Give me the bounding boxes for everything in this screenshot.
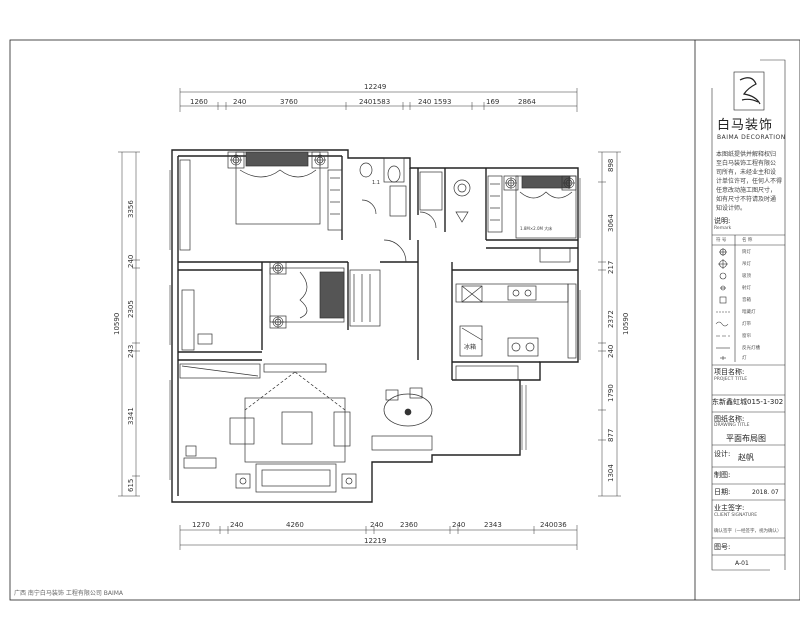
right-dim-1: 898 — [607, 158, 615, 172]
legend-item-5: 音箱 — [742, 298, 751, 303]
top-dim-4: 2401583 — [359, 98, 391, 106]
bed-note: 1.8M×2.0M 大床 — [520, 226, 553, 231]
date-value: 2018. 07 — [752, 489, 779, 496]
left-overall-dim: 10590 — [113, 312, 121, 335]
bottom-dim-8: 240036 — [540, 521, 567, 529]
left-dim-2: 240 — [127, 254, 135, 268]
legend-item-9: 反光灯槽 — [742, 346, 760, 351]
left-dim-1: 3356 — [127, 200, 135, 218]
left-dim-4: 243 — [127, 344, 135, 358]
legend-symbols — [715, 248, 730, 360]
drawing-name-label: 图纸名称: — [714, 415, 745, 423]
notice-line-7: 知设计师。 — [716, 205, 747, 212]
legend-item-8: 窗帘 — [742, 334, 751, 339]
left-dim-5: 3341 — [127, 407, 135, 425]
date-label: 日期: — [714, 488, 731, 496]
right-overall-dim: 10590 — [622, 312, 630, 335]
bottom-dim-7: 2343 — [484, 521, 502, 529]
brand-logo — [733, 71, 765, 111]
bottom-dim-6: 240 — [452, 521, 466, 529]
top-dim-7: 2864 — [518, 98, 536, 106]
right-dim-2: 3064 — [607, 214, 615, 232]
legend-header-symbol: 符 号 — [716, 238, 727, 243]
bottom-dimension-lines — [179, 525, 578, 550]
legend-item-7: 灯带 — [742, 322, 751, 327]
top-overall-dim: 12249 — [364, 83, 387, 91]
top-dimension-lines — [179, 88, 578, 112]
bathroom — [359, 157, 471, 263]
bottom-dim-4: 240 — [370, 521, 384, 529]
left-dimension-lines — [118, 151, 140, 497]
left-dim-6: 615 — [127, 478, 135, 492]
notice-line-4: 计单位许可，任何人不得 — [716, 178, 783, 185]
right-dim-8: 1304 — [607, 464, 615, 482]
drafter-label: 制图: — [714, 471, 731, 479]
master-bedroom — [179, 151, 343, 251]
right-dim-3: 217 — [607, 260, 615, 274]
legend-item-10: 灯 — [742, 356, 747, 361]
brand-name-en: BAIMA DECORATION — [717, 134, 786, 141]
right-dim-6: 1790 — [607, 384, 615, 402]
project-value: 东新鑫虹城015-1-302 — [712, 398, 784, 406]
top-dim-3: 3760 — [280, 98, 298, 106]
designer-label: 设计: — [714, 450, 731, 458]
right-dimension-lines — [598, 151, 621, 497]
bottom-dim-3: 4260 — [286, 521, 304, 529]
designer-value: 赵帆 — [738, 453, 754, 462]
sheet-frame — [9, 39, 800, 601]
top-dim-2: 240 — [233, 98, 247, 106]
project-label-en: PROJECT TITLE — [714, 377, 748, 382]
fridge-label: 冰箱 — [464, 344, 477, 351]
notice-line-3: 司所有，未经业主和设 — [716, 169, 777, 176]
right-dim-5: 240 — [607, 344, 615, 358]
lamp-symbols — [230, 154, 575, 328]
top-dim-1: 1260 — [190, 98, 208, 106]
sheet-label: 图号: — [714, 543, 731, 551]
legend-subtitle: Remark — [714, 226, 732, 231]
bottom-overall-dim: 12219 — [364, 537, 387, 545]
drawing-name-value: 平面布局图 — [726, 434, 766, 443]
title-block-lines — [711, 59, 786, 571]
legend-title: 说明: — [714, 217, 731, 225]
kitchen — [455, 283, 577, 359]
legend-item-1: 筒灯 — [742, 250, 751, 255]
brand-name-cn: 白马装饰 — [717, 118, 774, 133]
bottom-dim-5: 2360 — [400, 521, 418, 529]
owner-note: 确认签字（一经签字，视为确认） — [714, 529, 782, 534]
notice-line-1: 本图纸提供并解释权归 — [716, 151, 777, 158]
right-bedroom — [487, 175, 577, 263]
legend-header-name: 名 称 — [742, 238, 753, 243]
second-bedroom — [181, 261, 381, 351]
bottom-dim-2: 240 — [230, 521, 244, 529]
project-label: 项目名称: — [714, 368, 745, 376]
legend-item-3: 吸顶 — [742, 274, 751, 279]
owner-sign-label: 业主签字: — [714, 504, 745, 512]
living-room — [179, 363, 519, 493]
notice-text: 本图纸提供并解释权归 至白马装饰工程有限公 司所有，未经业主和设 计单位许可，任… — [716, 150, 782, 213]
left-dim-3: 2305 — [127, 300, 135, 318]
bottom-dim-1: 1270 — [192, 521, 210, 529]
drawing-name-label-en: DRAWING TITLE — [714, 423, 750, 428]
bottom-note: 广西 南宁白马装饰 工程有限公司 BAIMA — [14, 590, 123, 597]
walls — [171, 149, 579, 503]
legend-item-6: 暗藏灯 — [742, 310, 756, 315]
right-dim-4: 2372 — [607, 310, 615, 328]
window-lines — [169, 170, 581, 480]
right-dim-7: 877 — [607, 428, 615, 442]
owner-sign-en: CLIENT SIGNATURE — [714, 513, 758, 518]
top-dim-6: 169 — [486, 98, 500, 106]
legend-item-4: 射灯 — [742, 286, 751, 291]
legend-item-2: 吊灯 — [742, 262, 751, 267]
notice-line-5: 任意改动施工图尺寸， — [716, 187, 777, 194]
notice-line-2: 至白马装饰工程有限公 — [716, 160, 777, 167]
wc-note: 1.1 — [372, 180, 380, 186]
top-dim-5: 240 1593 — [418, 98, 452, 106]
sheet-value: A-01 — [735, 560, 749, 567]
notice-line-6: 如有尺寸不符请及时通 — [716, 196, 777, 203]
